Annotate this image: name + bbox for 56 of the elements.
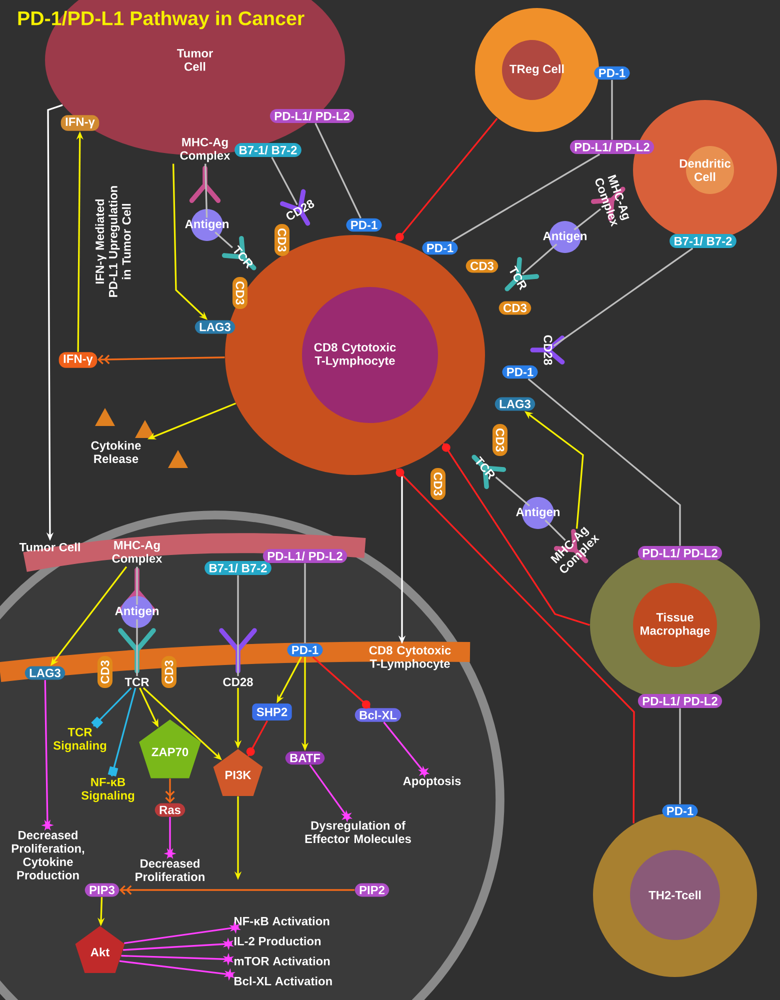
protein-box: SHP2 — [252, 704, 292, 720]
connector-line — [136, 619, 138, 676]
connector-line — [271, 156, 298, 206]
receptor-drawing: CD28 — [530, 335, 565, 365]
connector-line — [164, 817, 176, 860]
connector-line — [312, 656, 370, 709]
arrow — [165, 778, 175, 804]
connector-line — [522, 244, 558, 275]
connector-line — [611, 80, 613, 140]
connector-line — [383, 722, 430, 778]
connector-line — [214, 232, 233, 248]
arrow — [97, 354, 225, 364]
connector-line — [679, 708, 681, 804]
outcome-text: Apoptosis — [403, 776, 461, 788]
connector-line — [121, 952, 234, 966]
connector-line — [309, 764, 352, 823]
outcome-text: IL-2 Production — [234, 936, 321, 946]
connector-line — [442, 442, 590, 626]
arrow — [119, 885, 355, 895]
outcome-text: Decreased Proliferation — [136, 858, 204, 882]
membrane-label: Tumor Cell — [19, 542, 80, 552]
outcome-text: Decreased Proliferation, Cytokine Production — [12, 830, 84, 880]
connector-line — [246, 720, 268, 756]
connector-line — [108, 688, 136, 777]
outcome-text: Dysregulation of Effector Molecules — [305, 820, 411, 844]
connector-line — [136, 566, 138, 605]
connector-line — [119, 960, 236, 981]
outcome-text: Bcl-XL Activation — [234, 976, 332, 986]
signaling-text: TCR Signaling — [53, 728, 106, 752]
connector-line — [304, 563, 306, 644]
treg-cell: TReg Cell — [475, 8, 599, 132]
connector-line — [91, 687, 132, 729]
connector-line — [451, 154, 600, 242]
connector-line — [396, 468, 635, 824]
connector-line — [204, 164, 208, 218]
outcome-text: mTOR Activation — [234, 956, 330, 966]
connector-line — [544, 520, 566, 541]
membrane-label: CD8 Cytotoxic T-Lymphocyte — [369, 646, 451, 670]
receptor-drawing: TCR — [118, 628, 156, 686]
connector-line — [528, 378, 681, 546]
kinase-pentagon: PI3K — [213, 749, 263, 796]
connector-line — [123, 938, 234, 951]
kinase-pentagon: Akt — [75, 926, 125, 974]
connector-line — [396, 118, 498, 242]
signaling-text: NF-κB Signaling — [81, 778, 134, 802]
connector-line — [41, 680, 54, 831]
edge-label: IFN-γ Mediated PD-L1 Upregulation in Tumor Cell — [94, 178, 132, 305]
kinase-pentagon: ZAP70 — [139, 720, 201, 778]
connector-line — [124, 921, 241, 944]
outcome-text: Cytokine Release — [91, 440, 141, 464]
connector-line — [495, 476, 530, 506]
connector-line — [553, 248, 694, 347]
outcome-text: NF-κB Activation — [234, 916, 330, 926]
connector-line — [237, 575, 239, 676]
receptor-drawing: CD28 — [219, 628, 257, 686]
receptor-drawing: MHC-Ag Complex — [180, 138, 230, 204]
